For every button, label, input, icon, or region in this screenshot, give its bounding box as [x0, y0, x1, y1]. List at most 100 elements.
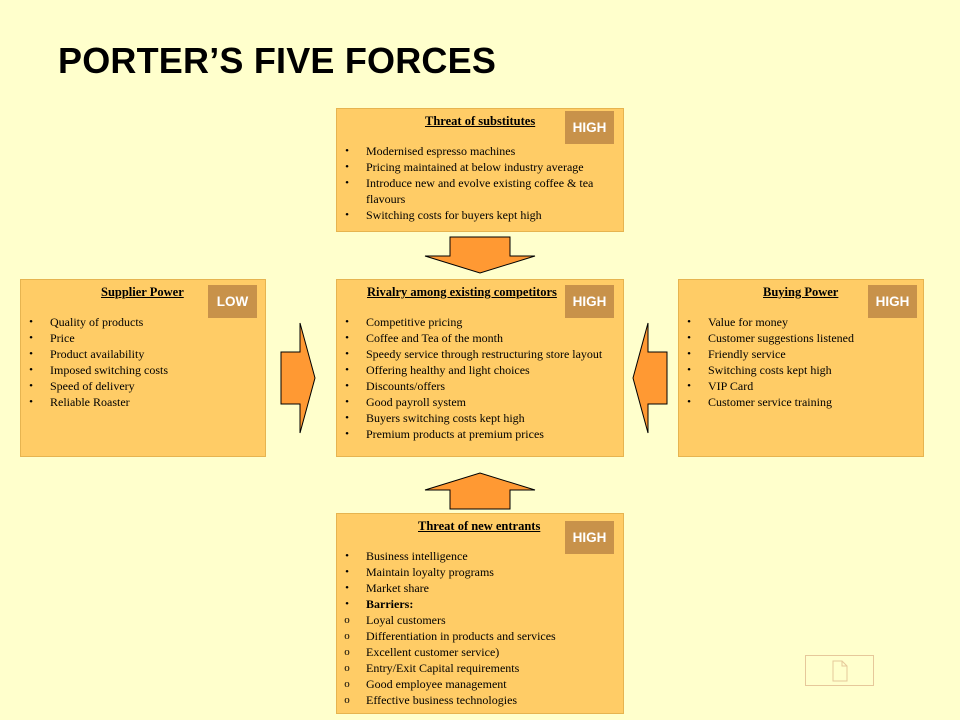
- hollow-bullet-icon: o: [344, 646, 350, 658]
- list-item-text: Coffee and Tea of the month: [366, 331, 504, 345]
- document-icon: [832, 660, 848, 682]
- bullet-icon: •: [345, 396, 349, 408]
- list-item-text: Speed of delivery: [50, 379, 135, 393]
- list-item: •Maintain loyalty programs: [340, 564, 615, 580]
- list-item-text: Friendly service: [708, 347, 786, 361]
- bullet-icon: •: [687, 348, 691, 360]
- buying-power-list: • Value for money • Customer suggestions li…: [682, 314, 912, 410]
- list-item: • Friendly service: [682, 346, 912, 362]
- list-item: • Reliable Roaster: [24, 394, 254, 410]
- list-item: • Price: [24, 330, 254, 346]
- list-item: • Modernised espresso machines: [340, 143, 615, 159]
- bullet-icon: •: [687, 316, 691, 328]
- bullet-icon: •: [687, 380, 691, 392]
- threat-of-new-entrants-box: Threat of new entrants HIGH •Business in…: [336, 513, 624, 714]
- buying-power-rating-badge: HIGH: [868, 285, 917, 318]
- document-icon-frame[interactable]: [805, 655, 874, 686]
- bullet-icon: •: [345, 209, 349, 221]
- list-item: • Customer suggestions listened: [682, 330, 912, 346]
- list-item: •Good payroll system: [340, 394, 624, 410]
- supplier-power-box: Supplier Power LOW •Quality of products•…: [20, 279, 266, 457]
- list-item: o Effective business technologies: [340, 692, 615, 708]
- list-item-text: Customer suggestions listened: [708, 331, 854, 345]
- list-item-text: Customer service training: [708, 395, 832, 409]
- list-item-text: Imposed switching costs: [50, 363, 168, 377]
- list-item-text: Maintain loyalty programs: [366, 565, 494, 579]
- list-item-text: Market share: [366, 581, 429, 595]
- arrow-left-from-buyer: [632, 322, 668, 434]
- threat-of-new-entrants-list: •Business intelligence•Maintain loyalty …: [340, 548, 615, 708]
- list-item: • Buyers switching costs kept high: [340, 410, 624, 426]
- list-item-text: Price: [50, 331, 75, 345]
- list-item-text: Entry/Exit Capital requirements: [366, 661, 520, 675]
- bullet-icon: •: [345, 582, 349, 594]
- list-item: • Coffee and Tea of the month: [340, 330, 624, 346]
- list-item: • Quality of products: [24, 314, 254, 330]
- list-item: •Customer service training: [682, 394, 912, 410]
- bullet-icon: •: [29, 332, 33, 344]
- list-item: •Imposed switching costs: [24, 362, 254, 378]
- threat-of-new-entrants-rating-badge: HIGH: [565, 521, 614, 554]
- bullet-icon: •: [687, 332, 691, 344]
- list-item-text: Good employee management: [366, 677, 507, 691]
- list-item: • Pricing maintained at below industry av…: [340, 159, 615, 175]
- bullet-icon: •: [345, 428, 349, 440]
- list-item-text: Quality of products: [50, 315, 144, 329]
- list-item-text: Switching costs for buyers kept high: [366, 208, 542, 222]
- list-item-text: Switching costs kept high: [708, 363, 832, 377]
- arrow-up-from-new-entrants: [424, 472, 536, 510]
- arrow-right-from-supplier: [280, 322, 316, 434]
- list-item-text: Speedy service through restructuring sto…: [366, 347, 603, 361]
- bullet-icon: •: [345, 550, 349, 562]
- buying-power-title: Buying Power: [763, 285, 839, 299]
- list-item-text: Buyers switching costs kept high: [366, 411, 525, 425]
- buying-power-box: Buying Power HIGH •Value for money•Custo…: [678, 279, 924, 457]
- bullet-icon: •: [345, 412, 349, 424]
- rivalry-list: • Competitive pricing • Coffee and Tea of t…: [340, 314, 624, 442]
- bullet-icon: •: [29, 316, 33, 328]
- list-item: • Speedy service through restructuring st…: [340, 346, 624, 362]
- supplier-power-rating-badge: LOW: [208, 285, 257, 318]
- bullet-icon: •: [29, 348, 33, 360]
- bullet-icon: •: [345, 332, 349, 344]
- arrow-down-shape: [424, 236, 536, 274]
- list-item-text: Discounts/offers: [366, 379, 446, 393]
- list-item-text: Modernised espresso machines: [366, 144, 516, 158]
- bullet-icon: •: [29, 396, 33, 408]
- threat-of-substitutes-rating-badge: HIGH: [565, 111, 614, 144]
- list-item-text: Product availability: [50, 347, 145, 361]
- bullet-icon: •: [345, 161, 349, 173]
- list-item: •Speed of delivery: [24, 378, 254, 394]
- list-item: o Good employee management: [340, 676, 615, 692]
- hollow-bullet-icon: o: [344, 694, 350, 706]
- list-item: • Competitive pricing: [340, 314, 624, 330]
- list-item-text: Value for money: [708, 315, 788, 329]
- arrow-down-from-substitutes: [424, 236, 536, 274]
- list-item: • Market share: [340, 580, 615, 596]
- slide-title: PORTER’S FIVE FORCES: [58, 40, 497, 81]
- hollow-bullet-icon: o: [344, 678, 350, 690]
- list-item: • Switching costs for buyers kept high: [340, 207, 615, 223]
- list-item-text: Competitive pricing: [366, 315, 463, 329]
- rivalry-rating-badge: HIGH: [565, 285, 614, 318]
- threat-of-substitutes-title: Threat of substitutes: [425, 114, 536, 128]
- list-item-text: Business intelligence: [366, 549, 468, 563]
- threat-of-substitutes-list: • Modernised espresso machines • Pricing ma…: [340, 143, 615, 223]
- list-item-text: Barriers:: [366, 597, 414, 611]
- list-item: •Introduce new and evolve existing coffe…: [340, 175, 615, 207]
- bullet-icon: •: [345, 348, 349, 360]
- list-item-text: Effective business technologies: [366, 693, 518, 707]
- list-item-text: Pricing maintained at below industry ave…: [366, 160, 584, 174]
- list-item: •Premium products at premium prices: [340, 426, 624, 442]
- bullet-icon: •: [345, 316, 349, 328]
- list-item: •Discounts/offers: [340, 378, 624, 394]
- list-item-text: Reliable Roaster: [50, 395, 130, 409]
- list-item: • Value for money: [682, 314, 912, 330]
- bullet-icon: •: [345, 598, 349, 610]
- arrow-right-shape: [280, 322, 316, 434]
- list-item-text: VIP Card: [708, 379, 754, 393]
- bullet-icon: •: [345, 145, 349, 157]
